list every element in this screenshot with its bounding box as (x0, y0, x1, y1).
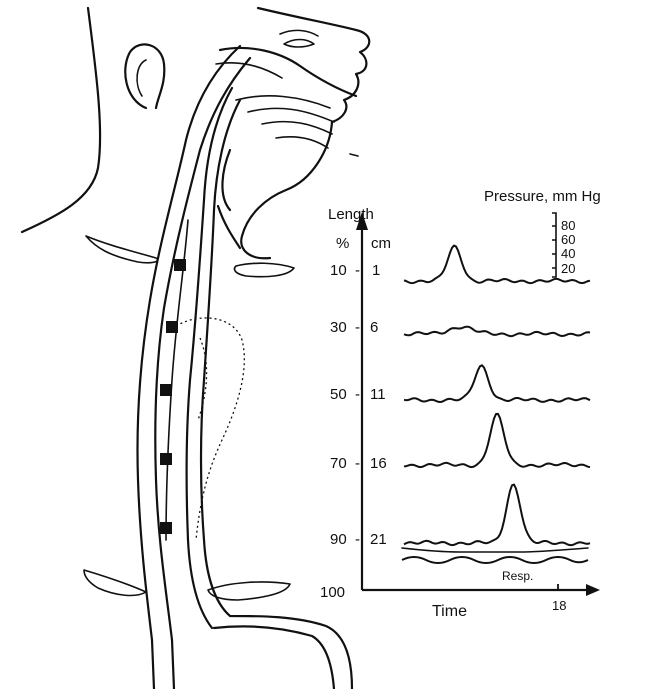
pressure-traces (403, 244, 591, 547)
label-separator: - (355, 531, 360, 548)
eye (283, 38, 315, 48)
pressure-trace (403, 483, 591, 547)
sensor-marker (166, 321, 178, 333)
esophagus-wall-outer-left (136, 44, 242, 689)
right-clavicle (233, 262, 295, 278)
face-profile (240, 6, 371, 260)
pressure-scale-tick: 80 (561, 218, 575, 233)
length-axis-arrow (356, 212, 368, 230)
label-separator: - (355, 319, 360, 336)
esophagus-wall-inner-right (185, 86, 234, 630)
esophagus-wall-inner-left (154, 56, 252, 689)
bottom-percent-label: 100 (320, 584, 345, 601)
length-axis-title: Length (328, 206, 374, 223)
pressure-recording-panel: Length % cm Pressure, mm Hg 80 60 40 20 … (320, 188, 601, 620)
resp-label: Resp. (502, 569, 533, 583)
label-separator: - (355, 386, 360, 403)
pressure-scale-tick: 40 (561, 246, 575, 261)
lower-left-clavicle (83, 569, 147, 597)
time-tick-label: 18 (552, 598, 566, 613)
cm-label: 11 (370, 386, 386, 403)
respiration-trace (401, 556, 589, 564)
label-separator: - (355, 455, 360, 472)
percent-label: 10 (330, 262, 347, 279)
pressure-trace (403, 325, 591, 338)
percent-label: 30 (330, 319, 347, 336)
left-clavicle (85, 235, 159, 264)
head-neck-illustration (20, 6, 371, 689)
cm-label: 1 (372, 262, 380, 279)
cm-label: 16 (370, 455, 387, 472)
trace-label-row: 30 - 6 (330, 319, 378, 336)
sensor-marker (160, 522, 172, 534)
trace-label-row: 90 - 21 (330, 531, 387, 548)
pressure-axis-title: Pressure, mm Hg (484, 188, 601, 205)
cm-label: 6 (370, 319, 378, 336)
ear (124, 43, 166, 110)
head-outline (20, 6, 102, 234)
time-axis-arrow (586, 584, 600, 596)
sensor-marker (160, 453, 172, 465)
pressure-trace (403, 244, 591, 285)
esophagus-wall-outer-right (199, 98, 354, 689)
pressure-trace (403, 412, 591, 469)
aortic-arch-dotted (175, 317, 245, 541)
cm-label: 21 (370, 531, 387, 548)
pressure-scale-tick: 20 (561, 261, 575, 276)
sensor-marker (174, 259, 186, 271)
percent-label: 50 (330, 386, 347, 403)
pressure-scale-bracket (552, 212, 557, 278)
percent-label: 70 (330, 455, 347, 472)
pressure-scale-tick: 60 (561, 232, 575, 247)
percent-label: 90 (330, 531, 347, 548)
pressure-trace (403, 364, 591, 403)
time-axis-title: Time (432, 603, 467, 620)
trace-label-row: 70 - 16 (330, 455, 387, 472)
trace-label-row: 50 - 11 (330, 386, 386, 403)
cm-unit-label: cm (371, 235, 391, 252)
sensor-marker (160, 384, 172, 396)
trace-label-row: 10 - 1 (330, 262, 380, 279)
label-separator: - (355, 262, 360, 279)
percent-unit-label: % (336, 235, 349, 252)
lower-right-clavicle (207, 581, 291, 601)
